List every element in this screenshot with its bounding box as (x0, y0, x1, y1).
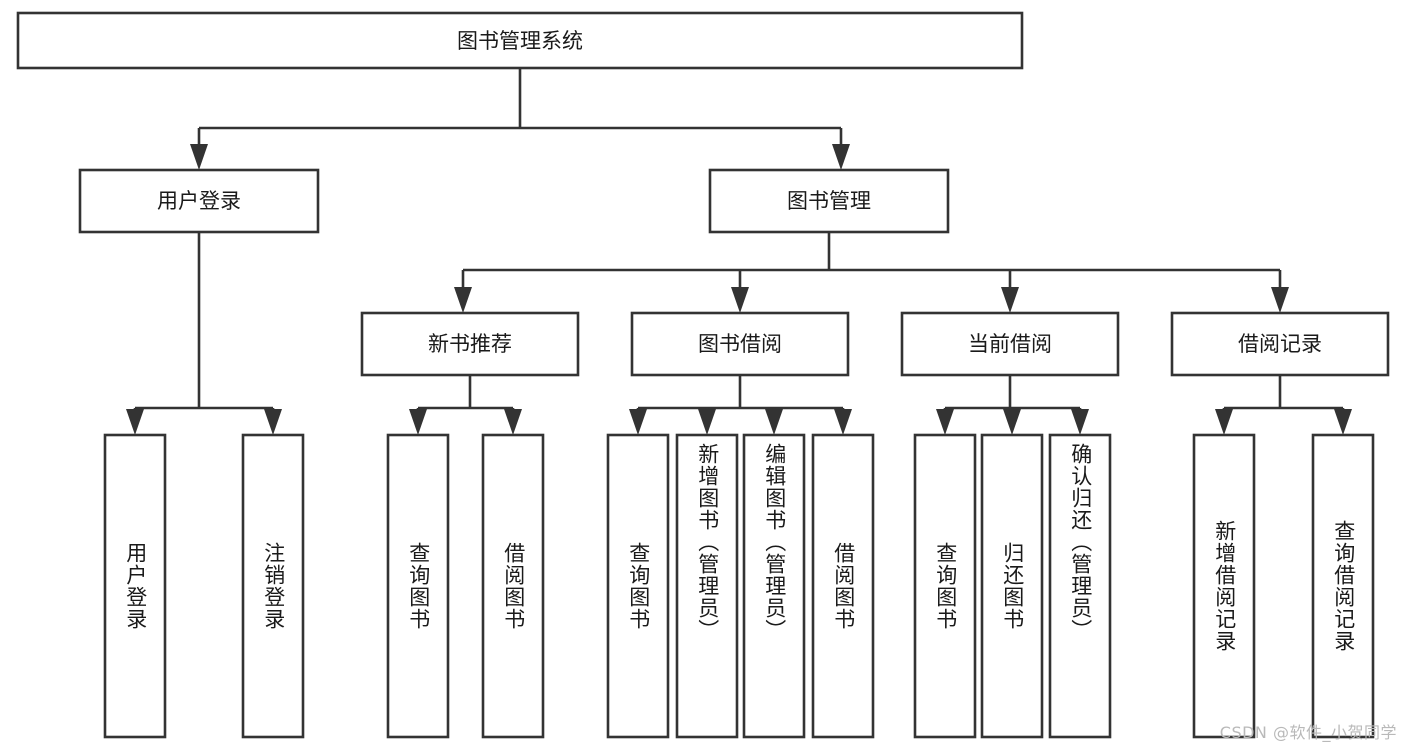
node-borrow-record[interactable]: 借阅记录 (1170, 311, 1390, 377)
node-leaf-borrow-book-2[interactable] (811, 433, 875, 739)
csdn-watermark: CSDN @软件_小贺同学 (1219, 723, 1397, 742)
node-label-new-book-recommend: 新书推荐 (428, 332, 512, 356)
node-book-management[interactable]: 图书管理 (708, 168, 950, 234)
node-leaf-user-logout[interactable] (241, 433, 305, 739)
leaf-boxes (103, 433, 1375, 739)
connector-borrowrecord-to-leaves (1215, 375, 1352, 435)
arrow-head-icon (264, 409, 282, 435)
node-user-login[interactable]: 用户登录 (78, 168, 320, 234)
arrow-head-icon (1001, 287, 1019, 313)
arrow-head-icon (1003, 409, 1021, 435)
node-root-system[interactable]: 图书管理系统 (16, 11, 1024, 70)
node-leaf-borrow-book-1[interactable] (481, 433, 545, 739)
node-current-borrow[interactable]: 当前借阅 (900, 311, 1120, 377)
node-book-borrow[interactable]: 图书借阅 (630, 311, 850, 377)
arrow-head-icon (832, 144, 850, 170)
arrow-head-icon (765, 409, 783, 435)
arrow-head-icon (1271, 287, 1289, 313)
connector-bookborrow-to-leaves (629, 375, 852, 435)
connector-userlogin-to-leaves (126, 232, 282, 435)
arrow-head-icon (190, 144, 208, 170)
node-leaf-add-book[interactable] (675, 433, 739, 739)
node-leaf-add-record[interactable] (1192, 433, 1256, 739)
node-label-borrow-record: 借阅记录 (1238, 332, 1322, 356)
node-label-current-borrow: 当前借阅 (968, 332, 1052, 356)
node-new-book-recommend[interactable]: 新书推荐 (360, 311, 580, 377)
connector-bookmgmt-to-level3 (454, 232, 1289, 313)
node-label-user-login: 用户登录 (157, 189, 241, 213)
connector-newbook-to-leaves (409, 375, 522, 435)
connector-root-to-level2 (190, 68, 850, 170)
arrow-head-icon (1215, 409, 1233, 435)
node-leaf-confirm-return[interactable] (1048, 433, 1112, 739)
connector-currentborrow-to-leaves (936, 375, 1089, 435)
node-label-root: 图书管理系统 (457, 29, 583, 53)
arrow-head-icon (834, 409, 852, 435)
arrow-head-icon (629, 409, 647, 435)
arrow-head-icon (454, 287, 472, 313)
node-leaf-query-book-3[interactable] (913, 433, 977, 739)
node-leaf-user-login[interactable] (103, 433, 167, 739)
node-label-book-borrow: 图书借阅 (698, 332, 782, 356)
arrow-head-icon (504, 409, 522, 435)
arrow-head-icon (936, 409, 954, 435)
node-leaf-edit-book[interactable] (742, 433, 806, 739)
node-leaf-query-record[interactable] (1311, 433, 1375, 739)
arrow-head-icon (1071, 409, 1089, 435)
node-leaf-return-book[interactable] (980, 433, 1044, 739)
arrow-head-icon (731, 287, 749, 313)
arrow-head-icon (698, 409, 716, 435)
node-leaf-query-book-2[interactable] (606, 433, 670, 739)
arrow-head-icon (1334, 409, 1352, 435)
arrow-head-icon (126, 409, 144, 435)
node-leaf-query-book-1[interactable] (386, 433, 450, 739)
node-label-book-management: 图书管理 (787, 189, 871, 213)
arrow-head-icon (409, 409, 427, 435)
